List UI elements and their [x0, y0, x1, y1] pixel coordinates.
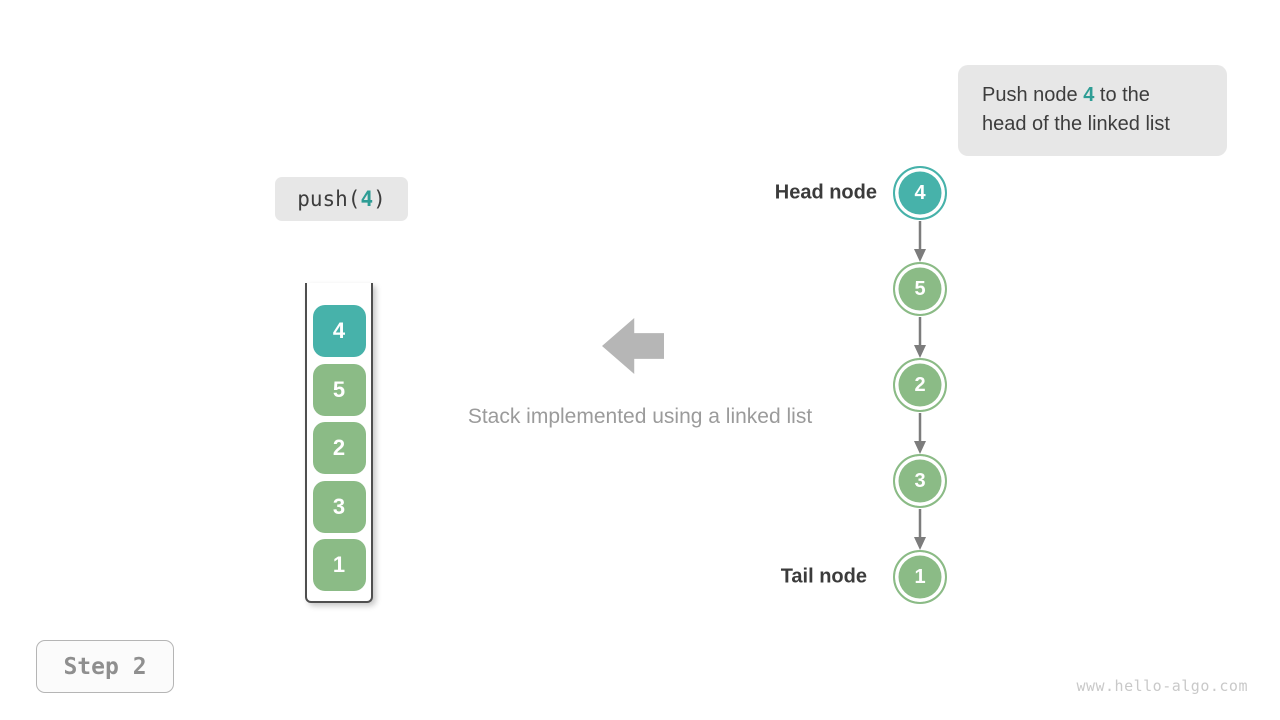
stack-item: 2 [312, 422, 366, 474]
list-node: 2 [893, 358, 947, 412]
list-node: 5 [893, 262, 947, 316]
info-line-1: Push node 4 to the [982, 81, 1227, 110]
info-box: Push node 4 to the head of the linked li… [958, 65, 1227, 156]
down-arrow-icon [914, 413, 926, 454]
tail-node-label: Tail node [780, 565, 867, 588]
push-call-prefix: push( [297, 187, 361, 211]
stack-container: 4 5 2 3 1 [305, 283, 373, 603]
info-line-2: head of the linked list [982, 113, 1170, 135]
push-call-suffix: ) [373, 187, 386, 211]
step-badge: Step 2 [36, 640, 174, 693]
list-node: 4 [893, 166, 947, 220]
stack-item: 4 [312, 305, 366, 357]
info-text: to the [1094, 84, 1150, 106]
down-arrow-icon [914, 221, 926, 262]
push-call-arg: 4 [360, 187, 374, 211]
list-node: 1 [893, 550, 947, 604]
caption: Stack implemented using a linked list [467, 405, 813, 428]
info-text: Push node [982, 84, 1084, 106]
down-arrow-icon [914, 317, 926, 358]
stack-item: 1 [312, 539, 366, 591]
list-node: 3 [893, 454, 947, 508]
watermark: www.hello-algo.com [1076, 677, 1248, 695]
left-block-arrow-icon [602, 318, 664, 374]
push-call-badge: push(4) [275, 177, 408, 221]
down-arrow-icon [914, 509, 926, 550]
stack-item: 5 [312, 363, 366, 416]
info-value-accent: 4 [1083, 84, 1095, 106]
head-node-label: Head node [774, 181, 877, 204]
stack-item: 3 [312, 480, 366, 533]
